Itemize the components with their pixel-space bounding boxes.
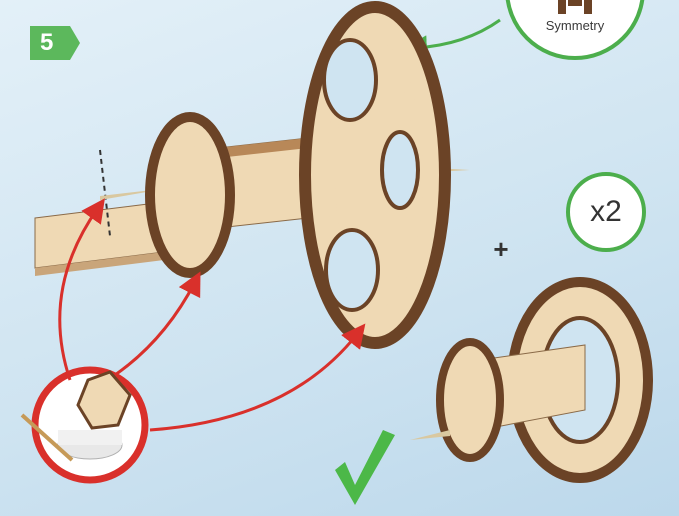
- checkmark-icon: [335, 430, 395, 505]
- quantity-label: x2: [566, 172, 646, 252]
- large-gear: [305, 7, 445, 343]
- shaft-hub: [150, 117, 230, 273]
- duplicate-gear-assembly: [410, 282, 648, 478]
- green-arrow: [415, 20, 500, 48]
- step-number-badge: 5: [30, 26, 80, 60]
- plus-sign: +: [488, 234, 514, 265]
- symmetry-label: Symmetry: [520, 18, 630, 33]
- toothpick-glue-icon: [22, 370, 145, 480]
